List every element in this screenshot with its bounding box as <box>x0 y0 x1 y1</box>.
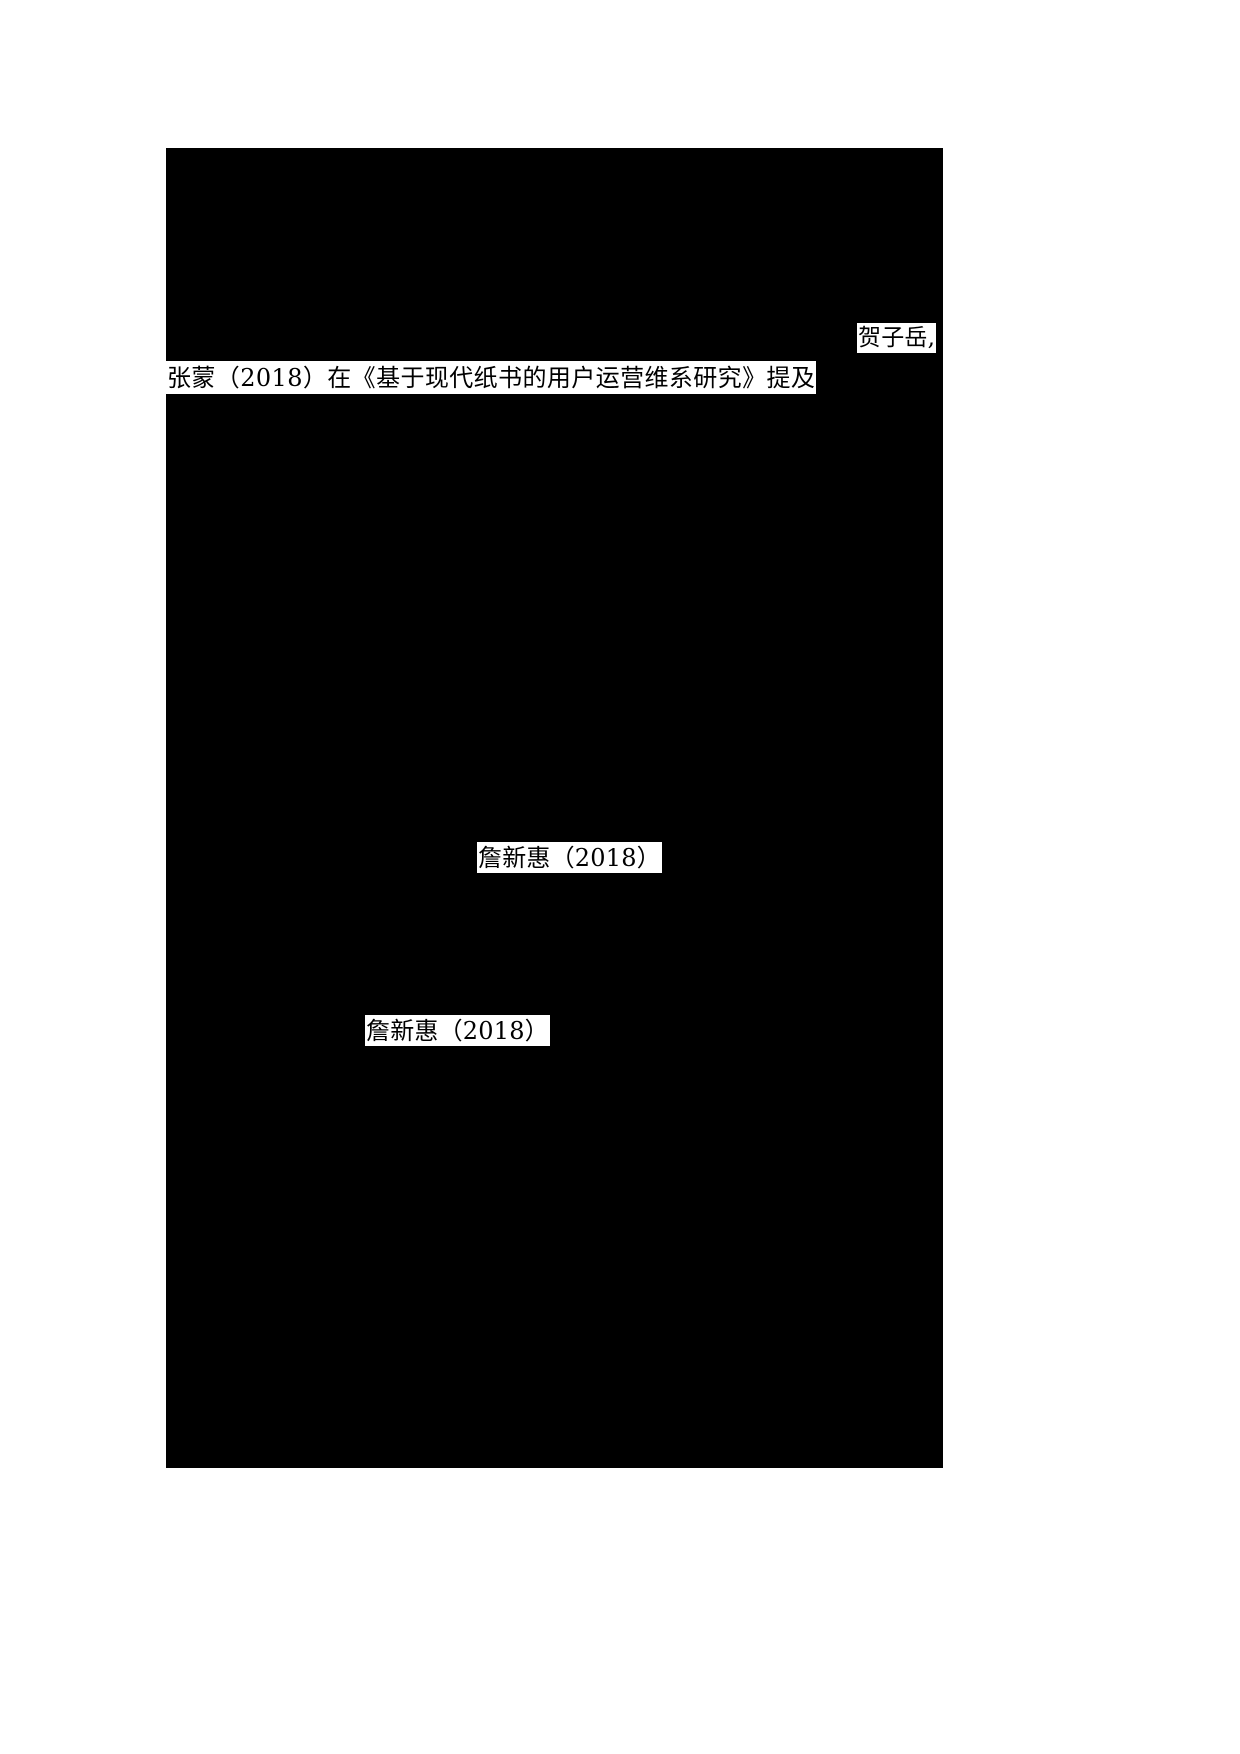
fragment-text: 贺子岳, <box>858 324 936 351</box>
visible-text-fragment-author: 贺子岳, <box>857 323 937 353</box>
visible-text-fragment-citation: 张蒙（2018）在《基于现代纸书的用户运营维系研究》提及 <box>166 361 817 394</box>
redacted-content-block <box>166 148 943 1468</box>
visible-text-fragment-reference-b: 詹新惠（2018） <box>365 1015 550 1046</box>
fragment-text: 张蒙（2018）在《基于现代纸书的用户运营维系研究》提及 <box>167 363 816 392</box>
visible-text-fragment-reference-a: 詹新惠（2018） <box>477 842 662 873</box>
fragment-text: 詹新惠（2018） <box>478 843 661 872</box>
fragment-text: 詹新惠（2018） <box>366 1016 549 1045</box>
